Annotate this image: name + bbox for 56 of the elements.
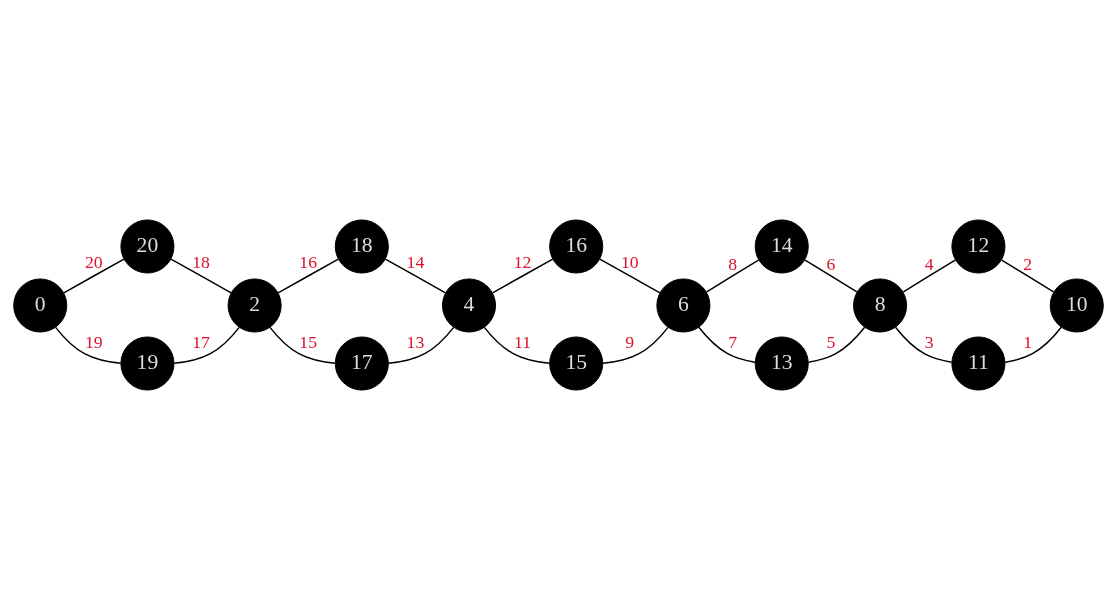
- edge-label: 5: [826, 332, 836, 353]
- edge-label: 3: [924, 332, 934, 353]
- node-circle: 4: [441, 278, 497, 333]
- edge-label: 18: [192, 251, 210, 272]
- node-circle: 14: [754, 219, 809, 274]
- connector: [698, 326, 756, 363]
- connector: [706, 259, 760, 293]
- node-circle: 8: [853, 278, 908, 333]
- node-circle: 20: [120, 219, 175, 274]
- edge-label: 14: [406, 251, 425, 272]
- edge-label: 16: [299, 251, 318, 272]
- edge-label: 10: [620, 251, 639, 272]
- edge-label: 4: [924, 253, 934, 274]
- edge-label: 7: [728, 332, 737, 353]
- connector: [269, 326, 336, 365]
- node-circle: 2: [227, 278, 282, 333]
- node-circle: 19: [120, 336, 175, 391]
- connector: [807, 326, 866, 363]
- node-circle: 15: [549, 336, 604, 391]
- connector: [602, 326, 669, 365]
- edge-label: 11: [514, 332, 532, 353]
- node-circle: 16: [549, 219, 604, 274]
- connector: [902, 259, 956, 293]
- connector: [483, 326, 551, 365]
- node-circle: 18: [334, 219, 389, 274]
- node-circle: 11: [951, 336, 1006, 391]
- connector: [387, 326, 455, 365]
- node-circle: 12: [951, 219, 1006, 274]
- connector: [894, 326, 953, 363]
- connector: [63, 258, 125, 294]
- edge-label: 12: [513, 251, 532, 272]
- connector: [1001, 259, 1055, 293]
- connector: [1004, 326, 1063, 363]
- edge-label: 15: [299, 332, 318, 353]
- edge-label: 19: [84, 332, 103, 353]
- edge-label: 8: [728, 253, 737, 274]
- connector: [170, 258, 232, 294]
- connector: [599, 258, 661, 294]
- node-circle: 0: [13, 278, 68, 333]
- edge-label: 17: [192, 332, 210, 353]
- node-circle: 6: [656, 278, 711, 333]
- connector: [491, 258, 554, 294]
- node-circle: 13: [754, 336, 809, 391]
- edge-label: 6: [826, 253, 836, 274]
- edge-label: 1: [1023, 332, 1033, 353]
- node-circle: 10: [1049, 278, 1104, 333]
- connector: [384, 258, 447, 294]
- edge-label: 13: [406, 332, 425, 353]
- edge-label: 9: [625, 332, 635, 353]
- connector: [173, 326, 240, 365]
- edge-label: 2: [1023, 253, 1033, 274]
- connector: [804, 259, 858, 293]
- edge-label: 20: [84, 251, 103, 272]
- connector: [54, 326, 122, 365]
- node-circle: 17: [334, 336, 389, 391]
- connector: [277, 258, 340, 294]
